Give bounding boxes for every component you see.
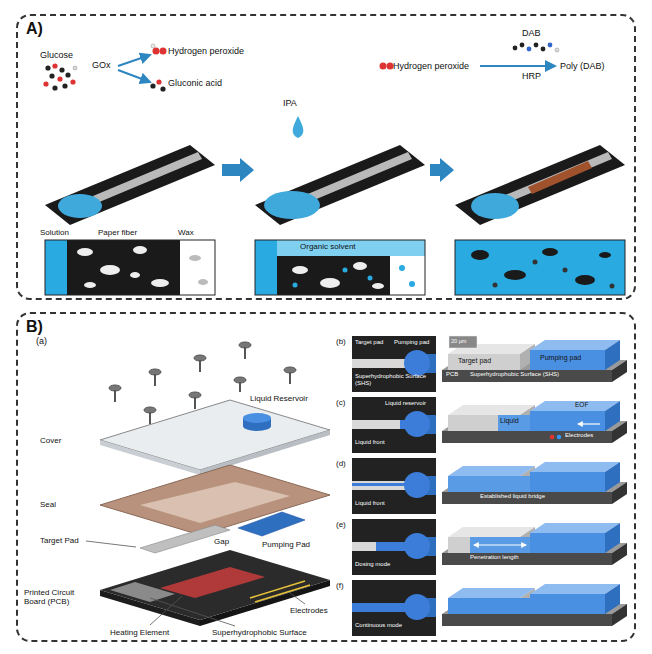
- part-label: Hydrogen peroxide: [168, 46, 244, 56]
- part-label: Superhydrophobic Surface (SHS): [355, 373, 433, 387]
- part-label: Liquid front: [355, 500, 385, 507]
- panel-box: B): [16, 312, 636, 642]
- part-label: IPA: [283, 98, 297, 108]
- part-label: Continuous mode: [355, 622, 402, 629]
- part-label: Printed Circuit Board (PCB): [24, 588, 96, 606]
- part-label: EOF: [575, 401, 588, 408]
- part-label: Dosing mode: [355, 561, 390, 568]
- part-label: Electrodes: [565, 432, 593, 439]
- panel-letter: A): [26, 20, 43, 38]
- part-label: Liquid front: [355, 439, 385, 446]
- part-label: Solution: [40, 228, 69, 237]
- part-label: (a): [36, 336, 47, 346]
- part-label: Pumping pad: [540, 354, 581, 362]
- part-label: PCB: [446, 371, 458, 378]
- part-label: Liquid Reservoir: [250, 394, 308, 403]
- part-label: Paper fiber: [98, 228, 137, 237]
- part-label: Gluconic acid: [168, 78, 222, 88]
- panel-letter: B): [26, 318, 43, 336]
- part-label: Target Pad: [40, 536, 79, 545]
- part-label: Wax: [178, 228, 194, 237]
- part-label: (d): [336, 459, 346, 468]
- part-label: Heating Element: [110, 628, 169, 637]
- part-label: Established liquid bridge: [480, 493, 545, 500]
- part-label: (f): [336, 581, 344, 590]
- part-label: Superhydrophobic Surface (SHS): [470, 371, 559, 378]
- part-label: Pumping pad: [394, 339, 429, 346]
- part-label: Superhydrophobic Surface: [212, 628, 307, 637]
- part-label: Gap: [214, 537, 229, 546]
- part-label: 20 µm: [451, 338, 466, 344]
- part-label: Liquid reservoir: [385, 400, 426, 407]
- part-label: Target pad: [458, 357, 491, 365]
- part-label: DAB: [522, 28, 541, 38]
- part-label: Target pad: [355, 339, 383, 346]
- part-label: Glucose: [40, 50, 73, 60]
- part-label: Liquid: [500, 417, 519, 425]
- part-label: Electrodes: [290, 606, 328, 615]
- part-label: Organic solvent: [300, 242, 356, 251]
- part-label: Cover: [40, 436, 61, 445]
- part-label: (c): [336, 398, 345, 407]
- part-label: Seal: [40, 500, 56, 509]
- part-label: Pumping Pad: [262, 540, 310, 549]
- part-label: (e): [336, 520, 346, 529]
- part-label: (b): [336, 337, 346, 346]
- part-label: Poly (DAB): [560, 61, 605, 71]
- part-label: HRP: [522, 71, 541, 81]
- part-label: GOx: [92, 60, 111, 70]
- part-label: Penetration length: [470, 554, 519, 561]
- part-label: Hydrogen peroxide: [393, 61, 469, 71]
- panel-box: A): [16, 14, 636, 300]
